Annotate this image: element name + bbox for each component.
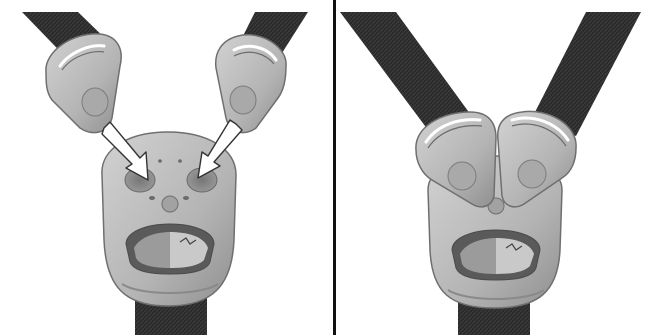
buckle-center-button [162, 196, 178, 212]
harness-tongue-right [216, 35, 286, 133]
panel-before [0, 0, 333, 335]
panel-before-illustration [0, 0, 333, 335]
panel-after [336, 0, 647, 335]
harness-tongue-left [46, 34, 121, 133]
panel-after-illustration [336, 0, 647, 335]
harness-tongue-right [498, 111, 576, 206]
